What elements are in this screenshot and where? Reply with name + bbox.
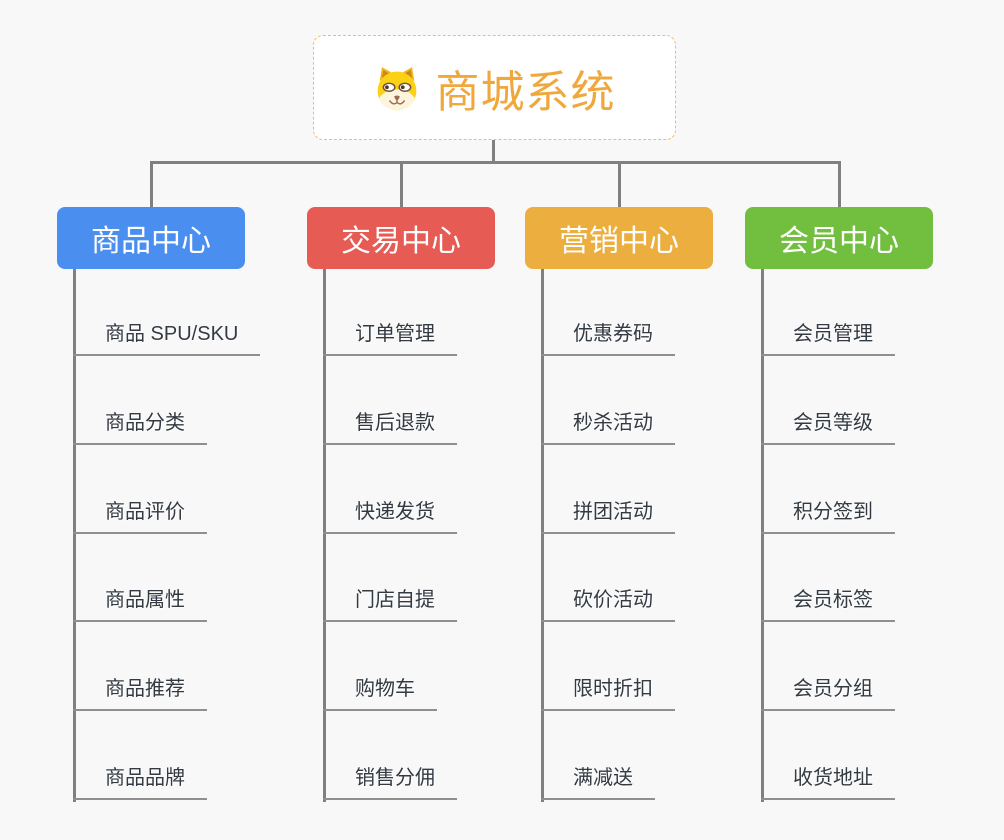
leaf-node[interactable]: 商品品牌 — [73, 764, 207, 800]
connector-drop-member-center — [837, 161, 841, 207]
branch-node-label: 商品中心 — [91, 225, 211, 258]
branch-node-member-center[interactable]: 会员中心 — [745, 207, 933, 269]
branch-node-label: 营销中心 — [559, 225, 679, 258]
leaf-node[interactable]: 会员管理 — [761, 320, 895, 356]
connector-trunk-marketing-center — [541, 269, 544, 802]
connector-trunk-member-center — [761, 269, 764, 802]
dog-face-icon — [374, 65, 420, 111]
leaf-node[interactable]: 收货地址 — [761, 764, 895, 800]
leaf-node[interactable]: 砍价活动 — [541, 586, 675, 623]
branch-node-label: 交易中心 — [341, 225, 461, 258]
leaf-node[interactable]: 商品评价 — [73, 498, 207, 534]
leaf-node[interactable]: 商品属性 — [73, 586, 207, 623]
connector-bus — [149, 161, 841, 164]
connector-root-stub — [491, 140, 495, 164]
leaf-node[interactable]: 订单管理 — [323, 320, 457, 356]
leaf-node[interactable]: 购物车 — [323, 675, 437, 712]
connector-drop-product-center — [149, 161, 153, 207]
leaf-node[interactable]: 商品推荐 — [73, 675, 207, 712]
leaf-node[interactable]: 优惠券码 — [541, 320, 675, 356]
leaf-node[interactable]: 积分签到 — [761, 498, 895, 534]
branch-node-marketing-center[interactable]: 营销中心 — [525, 207, 713, 269]
leaf-node[interactable]: 商品分类 — [73, 409, 207, 445]
branch-node-product-center[interactable]: 商品中心 — [57, 207, 245, 269]
leaf-node[interactable]: 门店自提 — [323, 586, 457, 623]
leaf-node[interactable]: 商品 SPU/SKU — [73, 320, 261, 356]
leaf-node[interactable]: 售后退款 — [323, 409, 457, 445]
branch-node-label: 会员中心 — [779, 225, 899, 258]
connector-trunk-trade-center — [323, 269, 326, 802]
root-node[interactable]: 商城系统 — [313, 35, 676, 140]
connector-drop-marketing-center — [617, 161, 621, 207]
branch-node-trade-center[interactable]: 交易中心 — [307, 207, 495, 269]
leaf-node[interactable]: 快递发货 — [323, 498, 457, 534]
leaf-node[interactable]: 销售分佣 — [323, 764, 457, 800]
leaf-node[interactable]: 会员分组 — [761, 675, 895, 712]
leaf-node[interactable]: 满减送 — [541, 764, 655, 800]
leaf-node[interactable]: 拼团活动 — [541, 498, 675, 534]
connector-drop-trade-center — [399, 161, 403, 207]
root-node-label: 商城系统 — [435, 67, 616, 117]
leaf-node[interactable]: 限时折扣 — [541, 675, 675, 712]
connector-trunk-product-center — [73, 269, 76, 802]
leaf-node[interactable]: 秒杀活动 — [541, 409, 675, 445]
leaf-node[interactable]: 会员等级 — [761, 409, 895, 445]
leaf-node[interactable]: 会员标签 — [761, 586, 895, 623]
